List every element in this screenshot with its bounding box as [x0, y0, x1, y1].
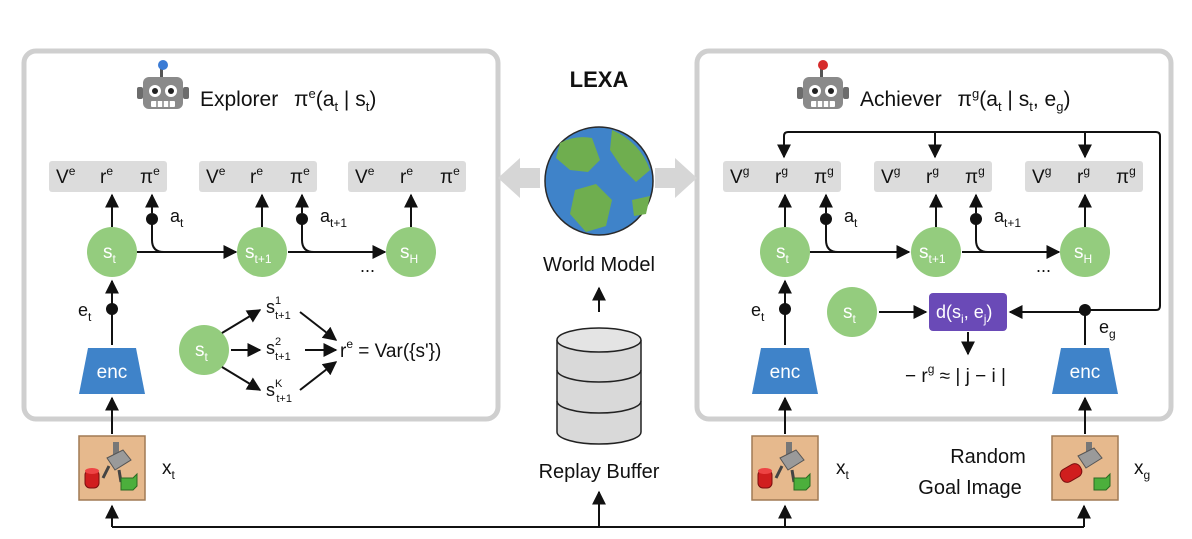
svg-text:Ve: Ve — [355, 164, 375, 188]
explorer-embedding: et — [78, 300, 92, 324]
achiever-heads-t: Vg rg πg — [723, 161, 841, 192]
svg-text:st+1: st+1 — [245, 242, 272, 266]
explorer-action-t1: at+1 — [320, 206, 347, 230]
achiever-heads-h: Vg rg πg — [1025, 161, 1143, 192]
svg-text:st: st — [843, 302, 857, 326]
explorer-state-t1: st+1 — [237, 227, 287, 277]
explorer-heads-t1: Ve re πe — [199, 161, 317, 192]
achiever-observation-label: xt — [836, 458, 850, 482]
svg-text:rg: rg — [926, 164, 939, 188]
explorer-ellipsis: ... — [360, 256, 375, 276]
achiever-encoder: enc — [752, 348, 818, 394]
svg-text:πe: πe — [290, 164, 310, 188]
explorer-state-h: sH — [386, 227, 436, 277]
explorer-heads-h: Ve re πe — [348, 161, 466, 192]
achiever-heads-t1: Vg rg πg — [874, 161, 992, 192]
svg-text:sH: sH — [400, 242, 418, 266]
explorer-name: Explorer — [200, 88, 278, 111]
goal-image-label-line2: Goal Image — [918, 477, 1021, 499]
robot-icon — [796, 60, 850, 110]
goal-observation-label: xg — [1134, 458, 1150, 482]
replay-buffer-label: Replay Buffer — [539, 461, 660, 483]
explorer-reward-formula: re = Var({s'}) — [340, 337, 441, 362]
svg-text:re: re — [100, 164, 113, 188]
svg-text:Ve: Ve — [206, 164, 226, 188]
svg-text:πe: πe — [140, 164, 160, 188]
goal-image-label-line1: Random — [950, 446, 1026, 468]
explorer-encoder: enc — [79, 348, 145, 394]
left-gray-arrow — [498, 158, 540, 198]
explorer-heads-t: Ve re πe — [49, 161, 167, 192]
distance-function: d(si, ej) — [929, 293, 1007, 331]
svg-text:πe: πe — [440, 164, 460, 188]
achiever-observation-image — [750, 434, 820, 502]
svg-text:Vg: Vg — [881, 164, 900, 188]
svg-text:st: st — [776, 242, 790, 266]
explorer-action-t: at — [170, 206, 184, 230]
svg-text:Vg: Vg — [1032, 164, 1051, 188]
distance-state: st — [827, 287, 877, 337]
svg-text:Ve: Ve — [56, 164, 76, 188]
svg-text:st+1: st+1 — [919, 242, 946, 266]
svg-text:enc: enc — [770, 362, 801, 383]
achiever-action-t1: at+1 — [994, 206, 1021, 230]
explorer-observation-image — [77, 434, 147, 502]
achiever-state-t1: st+1 — [911, 227, 961, 277]
svg-text:πg: πg — [965, 164, 985, 188]
achiever-ellipsis: ... — [1036, 256, 1051, 276]
svg-text:re: re — [400, 164, 413, 188]
svg-text:πg: πg — [1116, 164, 1136, 188]
explorer-observation-label: xt — [162, 458, 176, 482]
achiever-embedding: et — [751, 300, 765, 324]
explorer-ensemble-state: st — [179, 325, 229, 375]
svg-text:πg: πg — [814, 164, 834, 188]
achiever-state-h: sH — [1060, 227, 1110, 277]
achiever-action-t: at — [844, 206, 858, 230]
svg-text:enc: enc — [97, 362, 128, 383]
goal-embedding: eg — [1099, 317, 1116, 341]
svg-text:Vg: Vg — [730, 164, 749, 188]
achiever-reward-formula: − rg ≈ | j − i | — [905, 362, 1006, 387]
svg-text:Explorer πe(at | st): Explorer πe(at | st) — [200, 86, 376, 114]
robot-icon — [136, 60, 190, 110]
explorer-header: Explorer πe(at | st) — [136, 60, 376, 114]
world-model-label: World Model — [543, 254, 655, 276]
svg-text:sH: sH — [1074, 242, 1092, 266]
achiever-header: Achiever πg(at | st, eg) — [796, 60, 1070, 114]
svg-text:d(si, ej): d(si, ej) — [936, 302, 992, 326]
svg-text:rg: rg — [1077, 164, 1090, 188]
goal-observation-image — [1051, 435, 1119, 501]
achiever-state-t: st — [760, 227, 810, 277]
svg-text:Achiever πg(at | st, eg): Achiever πg(at | st, eg) — [860, 86, 1070, 114]
right-gray-arrow — [655, 158, 697, 198]
svg-text:rg: rg — [775, 164, 788, 188]
svg-text:enc: enc — [1070, 362, 1101, 383]
explorer-state-t: st — [87, 227, 137, 277]
svg-text:st: st — [195, 340, 209, 364]
svg-text:st: st — [103, 242, 117, 266]
diagram-title: LEXA — [570, 67, 629, 92]
goal-encoder: enc — [1052, 348, 1118, 394]
database-icon — [556, 327, 642, 445]
svg-text:re: re — [250, 164, 263, 188]
earth-icon — [544, 126, 654, 236]
achiever-name: Achiever — [860, 88, 942, 111]
